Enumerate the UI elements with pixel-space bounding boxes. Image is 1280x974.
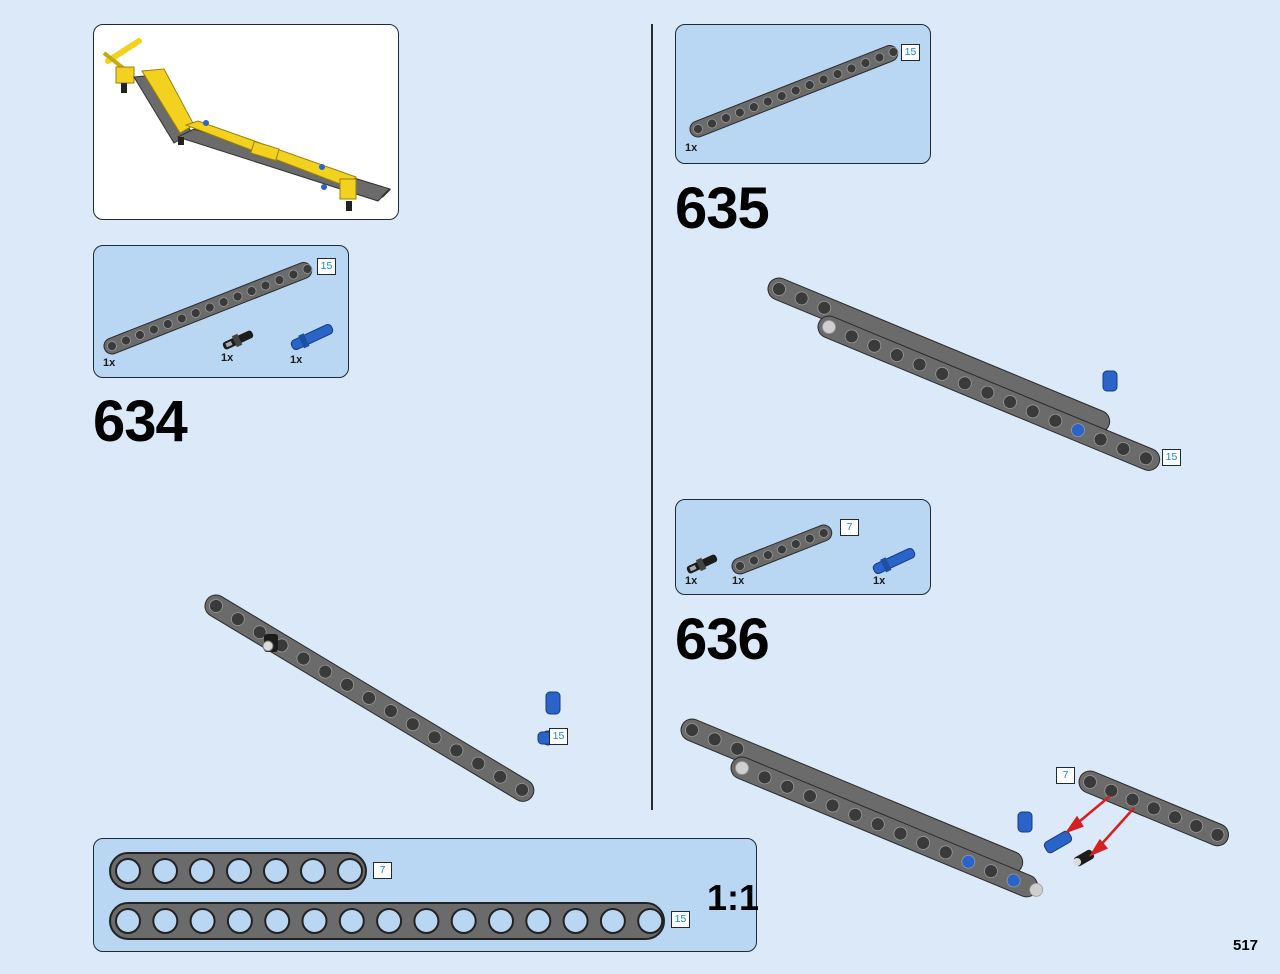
- scale-guide-panel: 7 15 1:1: [93, 838, 760, 952]
- step-636-assembly-image: [680, 718, 1229, 898]
- step-635-parts-panel: 1x 15: [675, 24, 931, 164]
- scale-beam-length-label: 15: [671, 911, 690, 928]
- assembly-length-label: 15: [1162, 449, 1181, 466]
- black-friction-pin-icon: [686, 554, 718, 574]
- part-qty: 1x: [290, 354, 303, 366]
- crane-boom-preview-image: [102, 38, 391, 211]
- beam-7-icon: [731, 524, 833, 575]
- beam-length-label: 7: [840, 519, 859, 536]
- black-friction-pin-icon: [222, 330, 254, 350]
- step-number: 634: [93, 389, 188, 454]
- step-636-parts-panel: 1x 1x 1x 7: [675, 499, 931, 595]
- step-634-parts-panel: 1x 1x 1x 15: [93, 245, 349, 378]
- part-qty: 1x: [732, 575, 745, 587]
- model-preview-panel: [93, 24, 399, 220]
- step-635-assembly-image: [767, 277, 1161, 471]
- scale-label: 1:1: [707, 877, 760, 918]
- part-qty: 1x: [873, 575, 886, 587]
- beam-15-scale-outline: [109, 902, 665, 940]
- beam-length-label: 15: [901, 44, 920, 61]
- beam-length-label: 15: [317, 258, 336, 275]
- part-qty: 1x: [103, 357, 116, 369]
- part-qty: 1x: [685, 575, 698, 587]
- beam-7-scale-outline: [109, 852, 367, 890]
- part-qty: 1x: [221, 352, 234, 364]
- column-divider: [651, 24, 653, 810]
- scale-beam-length-label: 7: [373, 862, 392, 879]
- assembly-length-label: 15: [549, 728, 568, 745]
- step-number: 635: [675, 176, 770, 241]
- step-number: 636: [675, 607, 770, 672]
- beam-15-icon: [689, 45, 899, 138]
- part-qty: 1x: [685, 142, 698, 154]
- beam-15-icon: [103, 262, 313, 355]
- step-634-assembly-image: [204, 594, 561, 802]
- blue-axle-pin-icon: [290, 323, 334, 351]
- page-number: 517: [1233, 937, 1259, 954]
- assembly-length-label: 7: [1056, 767, 1075, 784]
- blue-axle-pin-icon: [872, 547, 916, 575]
